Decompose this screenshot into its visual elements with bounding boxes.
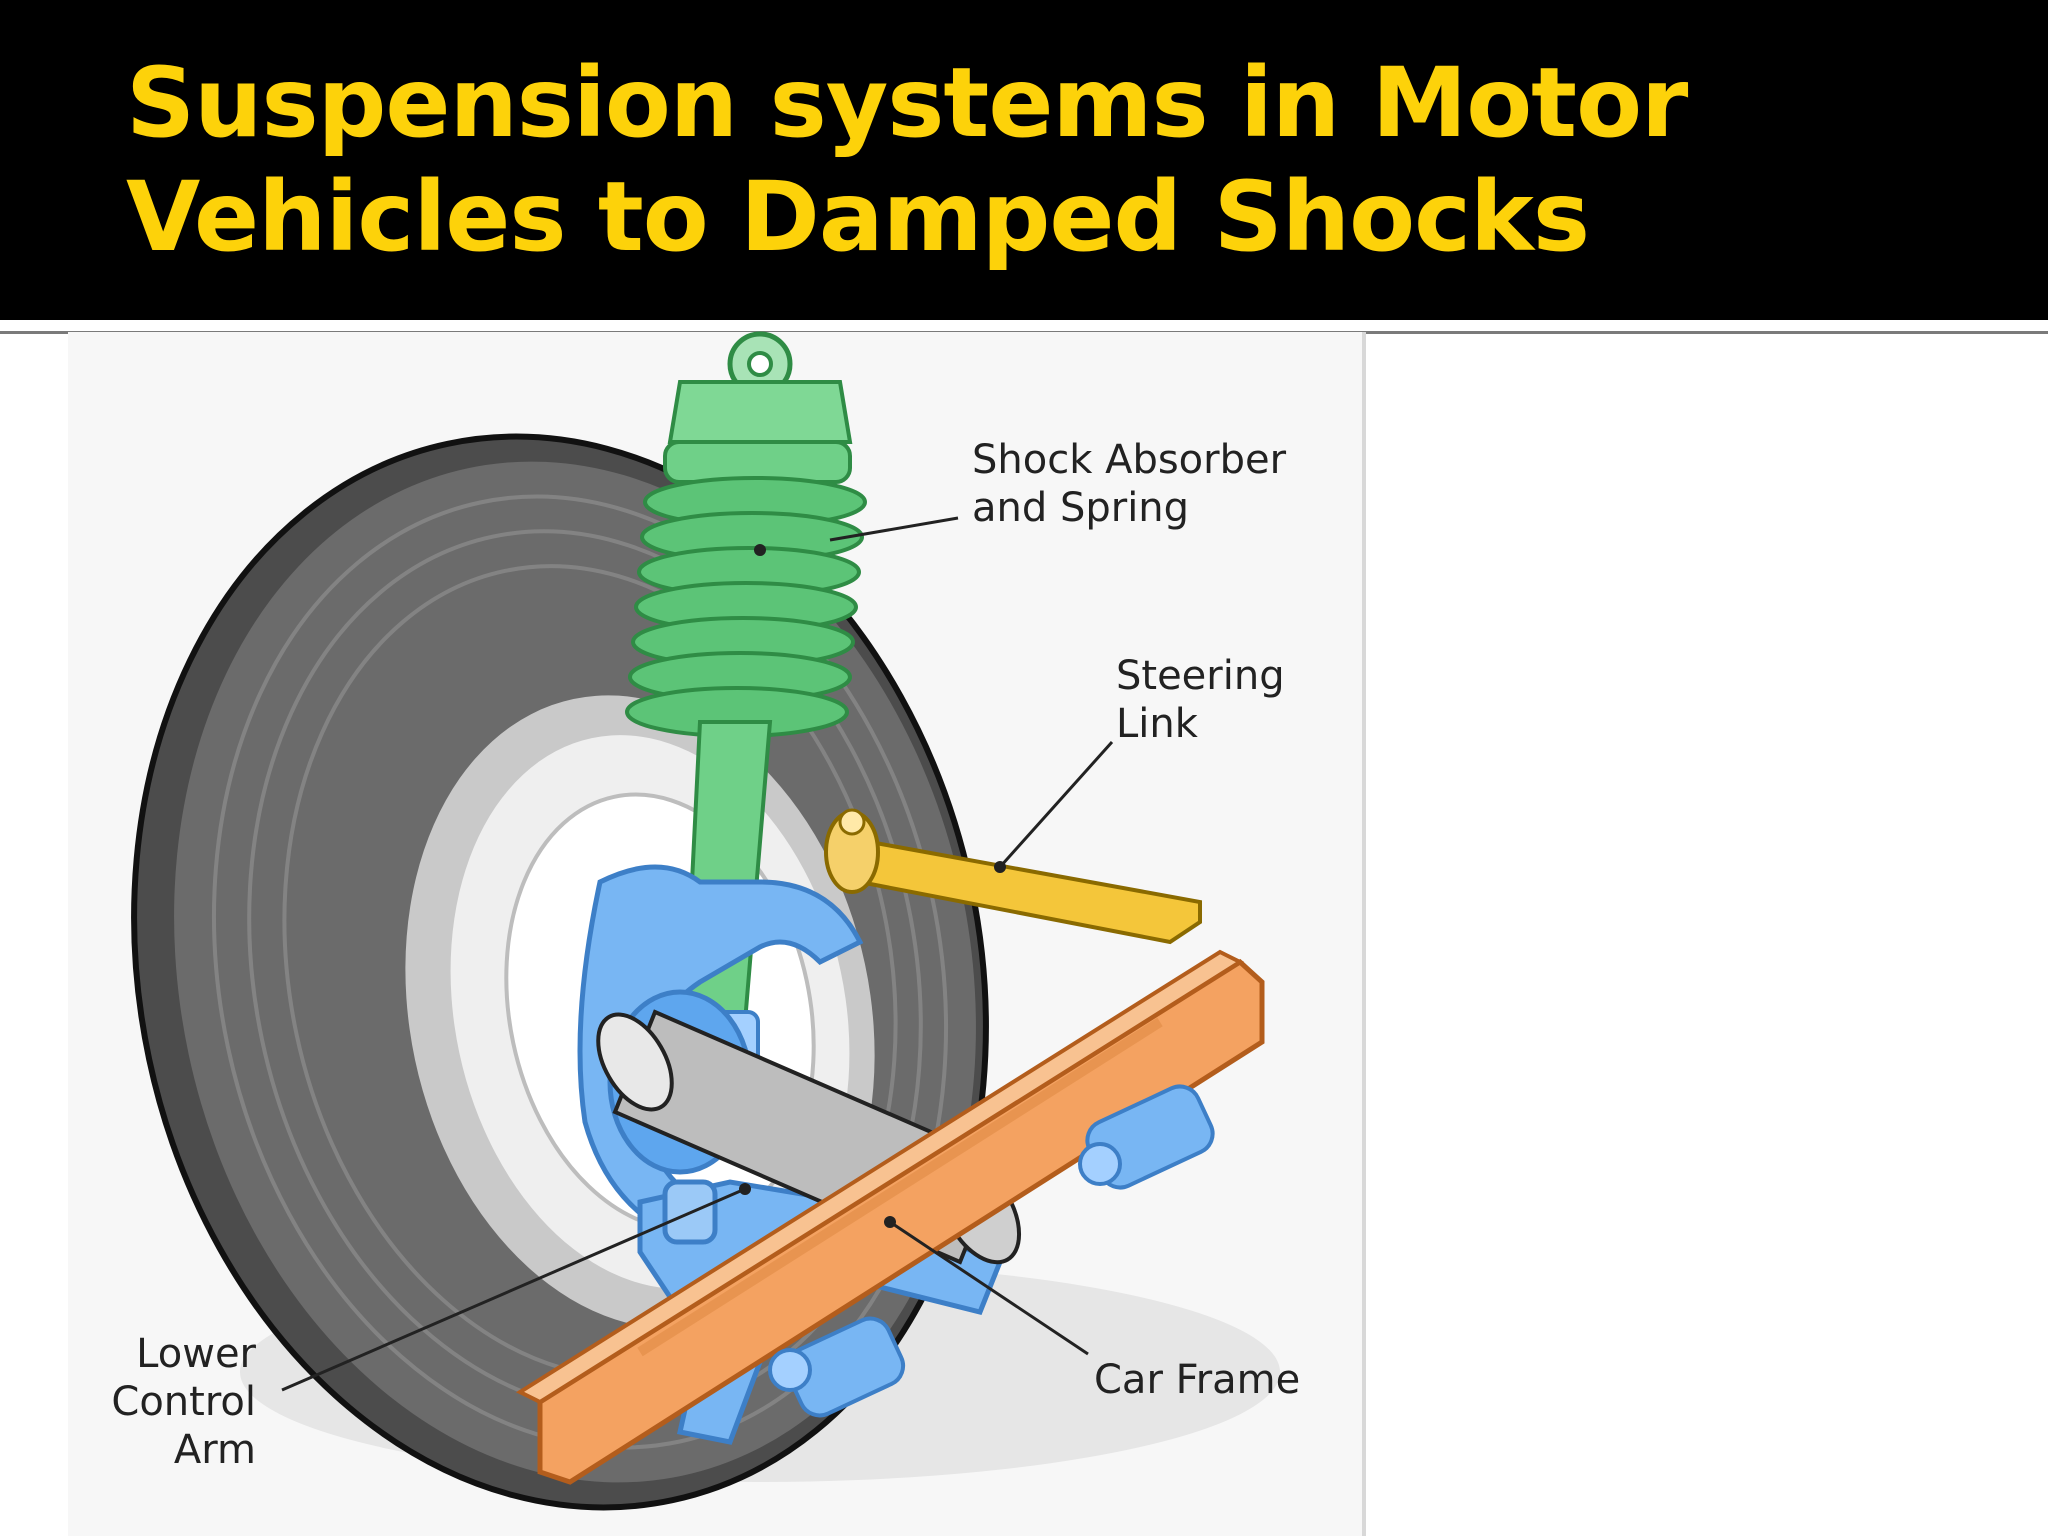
panel-edge xyxy=(1362,332,1366,1536)
title-bar xyxy=(0,0,2048,320)
steering-link-icon xyxy=(824,808,1202,945)
car-frame-icon xyxy=(515,949,1265,1485)
suspension-diagram xyxy=(0,322,1400,1536)
label-lower-control-arm: Lower Control Arm xyxy=(111,1331,256,1473)
suspension-illustration xyxy=(68,331,1366,1536)
slide-title: Suspension systems in Motor Vehicles to … xyxy=(126,47,1688,273)
label-shock-absorber: Shock Absorber and Spring xyxy=(972,437,1287,531)
label-car-frame: Car Frame xyxy=(1094,1357,1301,1403)
leader-dots xyxy=(739,544,1006,1228)
label-steering-link: Steering Link xyxy=(1116,653,1285,747)
leader-lines xyxy=(281,516,1114,1392)
